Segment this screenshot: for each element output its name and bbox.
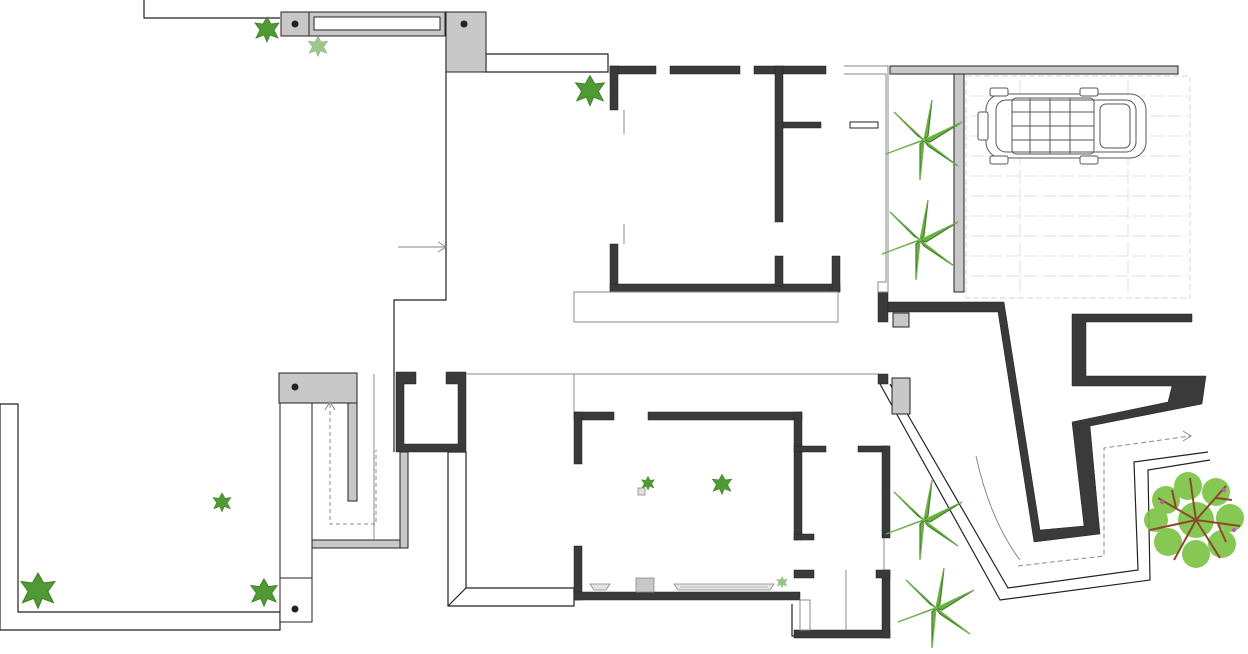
wall-upper-north-3 [753,65,827,75]
shrub-icon [20,572,56,609]
upper-east-wall-outline [844,65,889,293]
small-slab-east [891,377,911,415]
wall-lower-west [395,371,467,453]
courtyard-wall [887,301,1207,543]
furniture-icon [589,583,611,591]
left-pier-strip [279,402,313,579]
wall-upper-post [877,291,889,323]
wall-entry-v [793,569,815,579]
shrub-icon [250,578,278,607]
upper-terrace [573,291,839,323]
wall-room-n [647,411,803,421]
arrow-icon [324,401,377,525]
wall-room-e-stub [793,445,827,453]
car-icon [977,87,1147,165]
shrub-icon [575,75,605,107]
flowering-tree-icon [1144,472,1244,568]
wall-upper-south [609,283,841,293]
column-icon [291,605,299,613]
column-left-bottom [279,577,313,623]
wall-upper-stub [782,121,822,129]
wall-room-s [573,591,801,601]
shrub-icon [776,576,788,589]
wall-upper-mid [774,65,784,223]
column-top-right [445,11,487,73]
curving-driveway-inner [889,383,1209,589]
wall-entry-e-stub [875,569,891,579]
wall-room-nw-v [573,411,583,465]
upper-door-stub [849,121,879,129]
lower-wall-vertical [399,451,409,549]
wall-upper-east [831,255,841,293]
carport-paving [965,75,1191,299]
palm-tree-icon [897,567,975,649]
palm-tree-icon [885,99,963,181]
wall-east-v [881,445,891,539]
carport-wall-side [953,73,965,293]
shrub-icon [308,36,328,57]
lintel-opening [313,16,441,31]
shrub-icon [254,16,280,43]
wall-upper-pier [774,255,784,287]
furniture [589,487,775,593]
south-terrace-diag [447,587,467,607]
wall-upper-north-2 [669,65,741,75]
south-terrace [447,451,575,607]
thin-lines [373,65,1021,631]
wall-entry-bot [793,629,891,639]
column-icon [291,383,299,391]
carport-wall-top [889,65,1179,75]
palm-tree-icon [885,479,963,561]
furniture-icon [637,487,646,496]
curved-path-line [975,455,1021,561]
column-icon [291,20,299,28]
pier-left-mid [347,402,358,502]
carport [965,75,1191,299]
walls [395,65,1207,639]
furniture-icon [635,577,655,593]
lower-wall-strip [311,539,401,549]
arrows [324,241,1192,567]
palm-tree-icon [881,199,959,281]
column-icon [460,20,468,28]
wall-east-post [877,373,889,385]
wall-entry-e [881,569,891,639]
wall-room-e-v [793,451,803,541]
wall-room-e-bot [793,533,815,541]
small-slab [892,312,910,328]
top-left-boundary [143,0,280,19]
arrow-icon [1017,430,1192,567]
north-path [485,53,609,73]
west-garden-edge [393,40,447,452]
wall-upper-west-a [609,65,619,111]
curving-driveway-outer [879,383,1211,601]
shrub-icon [712,474,732,495]
shrub-icon [212,492,232,513]
arrow-icon [398,241,447,253]
lower-porch [799,599,811,631]
column-left-mid [278,372,358,404]
columns [278,11,1179,623]
